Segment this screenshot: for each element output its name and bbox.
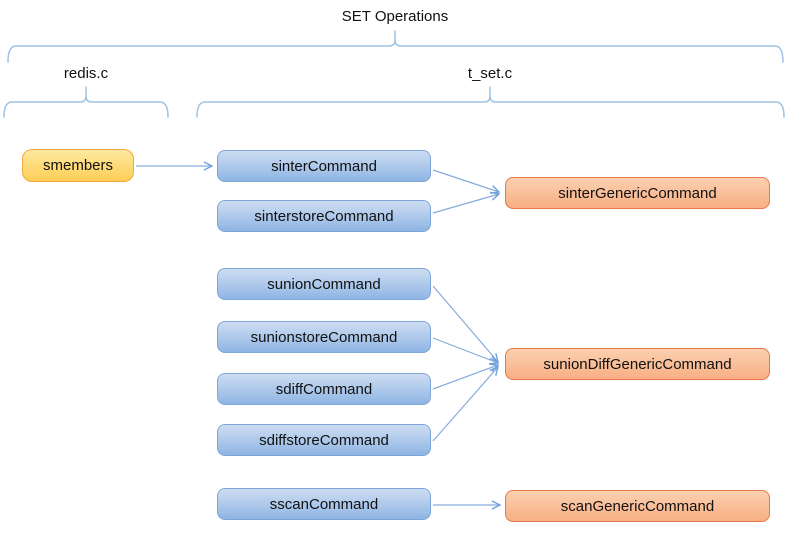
arrow-sunionCommand-to-sunionDiffGenericCommand — [432, 285, 498, 362]
arrow-sdiffstoreCommand-to-sunionDiffGenericCommand — [432, 367, 498, 442]
node-sinterCommand: sinterCommand — [217, 150, 431, 182]
node-sunionCommand: sunionCommand — [217, 268, 431, 300]
node-sinterstoreCommand: sinterstoreCommand — [217, 200, 431, 232]
file-label-t-set-c: t_set.c — [467, 65, 513, 82]
node-sunionstoreCommand: sunionstoreCommand — [217, 321, 431, 353]
node-sinterGenericCommand: sinterGenericCommand — [505, 177, 770, 209]
node-sunionDiffGenericCommand: sunionDiffGenericCommand — [505, 348, 770, 380]
node-sscanCommand: sscanCommand — [217, 488, 431, 520]
diagram-title: SET Operations — [341, 8, 449, 25]
brace-t-set-c — [196, 86, 785, 118]
brace-set-operations — [7, 30, 784, 63]
arrow-sunionstoreCommand-to-sunionDiffGenericCommand — [432, 337, 498, 363]
file-label-redis-c: redis.c — [63, 65, 109, 82]
arrow-sinterstoreCommand-to-sinterGenericCommand — [432, 194, 499, 214]
brace-redis-c — [3, 86, 169, 118]
node-smembers: smembers — [22, 149, 134, 182]
node-sdiffCommand: sdiffCommand — [217, 373, 431, 405]
arrow-sinterCommand-to-sinterGenericCommand — [432, 169, 499, 192]
node-scanGenericCommand: scanGenericCommand — [505, 490, 770, 522]
arrow-sdiffCommand-to-sunionDiffGenericCommand — [432, 365, 498, 390]
node-sdiffstoreCommand: sdiffstoreCommand — [217, 424, 431, 456]
